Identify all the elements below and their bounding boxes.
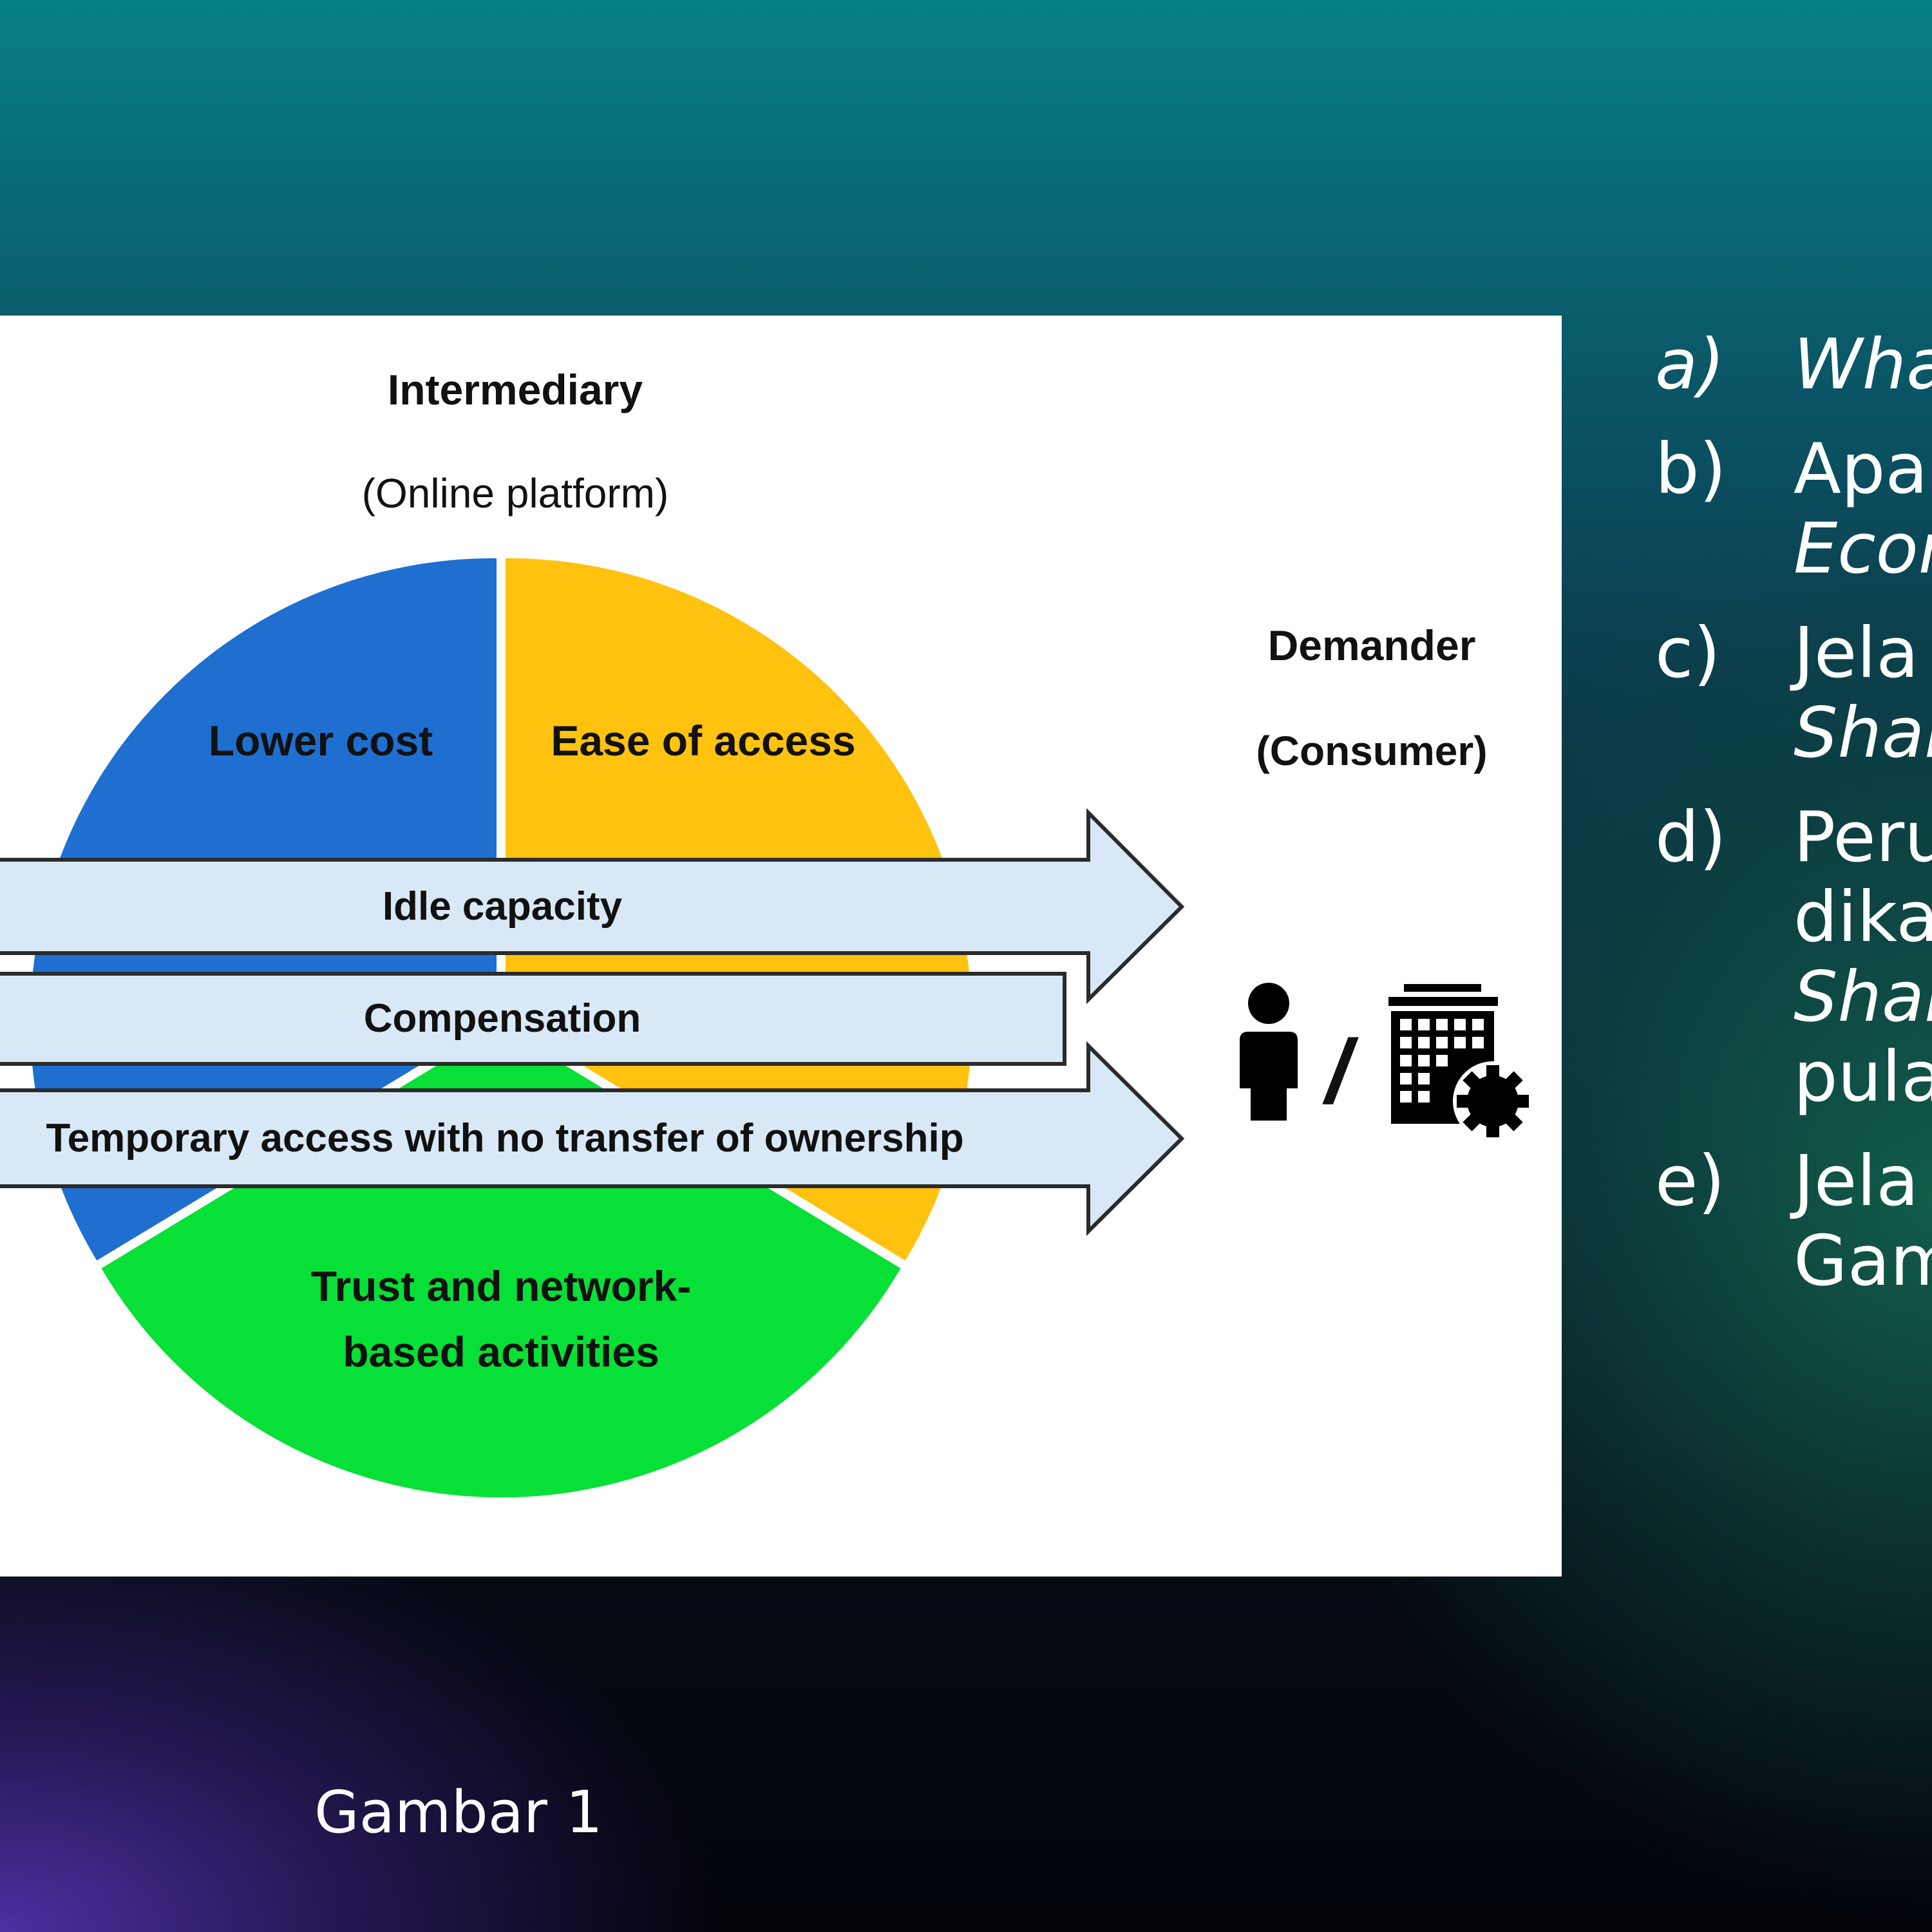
question-c-line-2: Shar xyxy=(1794,693,1932,773)
question-e-line-2: Gam xyxy=(1794,1221,1932,1302)
demander-title: Demander xyxy=(1268,621,1476,669)
question-b-line-2: Econ xyxy=(1794,509,1932,589)
demander-subtitle: (Consumer) xyxy=(1256,728,1487,774)
intermediary-title: Intermediary xyxy=(388,366,643,413)
question-list: a) Wha b) Apa Econ c) Jela Shar d) Peru … xyxy=(1655,325,1932,1517)
question-d-line-1: Peru xyxy=(1794,797,1932,878)
question-b-line-1: Apa xyxy=(1794,429,1928,509)
question-c-line-1: Jela xyxy=(1794,613,1919,694)
question-d: d) Peru dika Shar pula xyxy=(1655,798,1932,1117)
compensation-box: Compensation xyxy=(0,972,1066,1066)
question-marker-a: a) xyxy=(1655,325,1725,405)
question-marker-e: e) xyxy=(1655,1141,1725,1222)
ease-of-access-label: Ease of access xyxy=(551,717,855,764)
intermediary-subtitle: (Online platform) xyxy=(362,470,669,516)
question-b: b) Apa Econ xyxy=(1655,430,1932,589)
trust-label-line2: based activities xyxy=(343,1328,659,1376)
temporary-access-label: Temporary access with no transfer of own… xyxy=(46,1116,963,1160)
question-marker-d: d) xyxy=(1655,797,1727,878)
lower-cost-label: Lower cost xyxy=(209,717,433,764)
question-marker-c: c) xyxy=(1655,613,1721,694)
idle-capacity-arrow: Idle capacity xyxy=(0,808,1185,1005)
question-d-line-4: pula xyxy=(1794,1037,1932,1117)
temporary-access-arrow: Temporary access with no transfer of own… xyxy=(0,1041,1185,1236)
question-c: c) Jela Shar xyxy=(1655,614,1932,773)
sharing-economy-diagram: Intermediary (Online platform) Lower cos… xyxy=(0,366,1533,1507)
icon-separator: / xyxy=(1322,1021,1359,1122)
person-icon xyxy=(1240,983,1298,1121)
trust-label-line1: Trust and network- xyxy=(311,1262,691,1310)
idle-capacity-label: Idle capacity xyxy=(383,884,623,929)
question-e-line-1: Jela xyxy=(1794,1141,1919,1222)
compensation-label: Compensation xyxy=(364,996,641,1041)
question-e: e) Jela Gam xyxy=(1655,1142,1932,1302)
question-a-line-1: Wha xyxy=(1794,325,1932,405)
question-marker-b: b) xyxy=(1655,429,1727,509)
building-gear-icon xyxy=(1388,984,1533,1141)
diagram-panel: Intermediary (Online platform) Lower cos… xyxy=(0,316,1562,1577)
pie-segment-trust xyxy=(89,1016,913,1507)
question-d-line-3: Shar xyxy=(1794,957,1932,1037)
question-d-line-2: dika xyxy=(1794,877,1932,958)
figure-caption: Gambar 1 xyxy=(314,1779,603,1846)
question-a: a) Wha xyxy=(1655,325,1932,405)
